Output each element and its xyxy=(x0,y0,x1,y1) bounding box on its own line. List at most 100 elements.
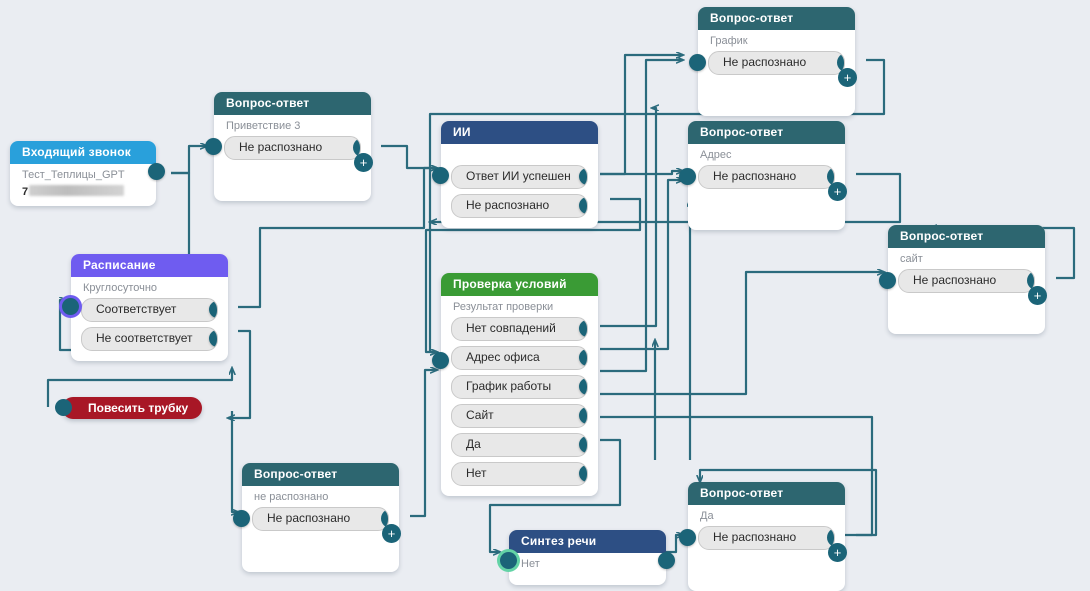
node-subtitle: Результат проверки xyxy=(453,301,554,313)
row-unrecognized[interactable]: Не распознано T xyxy=(224,136,361,160)
node-subtitle: График xyxy=(710,35,748,47)
input-port[interactable] xyxy=(432,167,449,184)
row-unrecognized[interactable]: Не распознано T xyxy=(898,269,1035,293)
node-rows: Соответствует Не соответствует xyxy=(71,298,228,361)
input-port[interactable] xyxy=(432,352,449,369)
add-branch-button[interactable]: + xyxy=(828,182,847,201)
row-unrecognized[interactable]: Не распознано T xyxy=(698,526,835,550)
node-rows: Не распознано T + xyxy=(688,165,847,230)
node-question-answer-site[interactable]: Вопрос-ответ сайт Не распознано T + xyxy=(879,225,1047,334)
add-branch-button[interactable]: + xyxy=(838,68,857,87)
transfer-badge[interactable]: T xyxy=(1027,271,1034,290)
node-rows: Не распознано T + xyxy=(242,507,401,572)
transfer-badge[interactable]: T xyxy=(381,509,388,528)
row-matches[interactable]: Соответствует xyxy=(81,298,218,322)
node-question-answer-unrecognized[interactable]: Вопрос-ответ не распознано Не распознано… xyxy=(233,463,401,572)
transfer-badge[interactable]: T xyxy=(827,167,834,186)
node-rows: Нет совпадений Адрес офиса График работы… xyxy=(441,317,598,496)
add-branch-button[interactable]: + xyxy=(828,543,847,562)
input-port[interactable] xyxy=(879,272,896,289)
node-title: Вопрос-ответ xyxy=(688,121,845,144)
output-port[interactable] xyxy=(579,407,587,424)
row-label: График работы xyxy=(466,379,552,393)
output-port[interactable] xyxy=(579,378,587,395)
node-rows: Не распознано T + xyxy=(888,269,1047,334)
row-label: Не распознано xyxy=(713,169,797,183)
row-no[interactable]: Нет xyxy=(451,462,588,486)
node-title: Синтез речи xyxy=(509,530,666,553)
row-working-hours[interactable]: График работы xyxy=(451,375,588,399)
node-question-answer-greeting[interactable]: Вопрос-ответ Приветствие 3 Не распознано… xyxy=(205,92,373,201)
input-port[interactable] xyxy=(233,510,250,527)
row-unrecognized[interactable]: Не распознано xyxy=(451,194,588,218)
row-label: Да xyxy=(466,437,481,451)
output-port[interactable] xyxy=(579,197,587,214)
output-port[interactable] xyxy=(579,349,587,366)
node-speech-synthesis[interactable]: Синтез речи Нет xyxy=(500,530,675,585)
node-ai[interactable]: ИИ Ответ ИИ успешен Не распознано xyxy=(432,121,598,228)
row-no-match[interactable]: Нет совпадений xyxy=(451,317,588,341)
input-port[interactable] xyxy=(679,168,696,185)
input-port[interactable] xyxy=(679,529,696,546)
node-subtitle: Да xyxy=(700,510,714,522)
transfer-badge[interactable]: T xyxy=(837,53,844,72)
input-port[interactable] xyxy=(500,552,517,569)
input-port[interactable] xyxy=(55,399,72,416)
output-port[interactable] xyxy=(209,330,217,347)
transfer-badge[interactable]: T xyxy=(353,138,360,157)
node-title: Входящий звонок xyxy=(10,141,156,164)
node-title: Расписание xyxy=(71,254,228,277)
row-label: Адрес офиса xyxy=(466,350,540,364)
row-ai-success[interactable]: Ответ ИИ успешен xyxy=(451,165,588,189)
row-yes[interactable]: Да xyxy=(451,433,588,457)
row-label: Не распознано xyxy=(267,511,351,525)
output-port[interactable] xyxy=(148,163,165,180)
node-condition-check[interactable]: Проверка условий Результат проверки Нет … xyxy=(432,273,598,496)
row-office-address[interactable]: Адрес офиса xyxy=(451,346,588,370)
node-subtitle: не распознано xyxy=(254,491,329,503)
output-port[interactable] xyxy=(579,465,587,482)
node-subtitle: сайт xyxy=(900,253,923,265)
node-title: Вопрос-ответ xyxy=(698,7,855,30)
row-label: Не распознано xyxy=(466,198,550,212)
output-port[interactable] xyxy=(579,168,587,185)
caller-number-prefix: 7 xyxy=(22,186,29,198)
output-port[interactable] xyxy=(209,301,217,318)
row-unrecognized[interactable]: Не распознано T xyxy=(708,51,845,75)
input-port[interactable] xyxy=(205,138,222,155)
row-label: Сайт xyxy=(466,408,494,422)
add-branch-button[interactable]: + xyxy=(382,524,401,543)
input-port[interactable] xyxy=(62,298,79,315)
node-title: Вопрос-ответ xyxy=(242,463,399,486)
row-label: Не распознано xyxy=(713,530,797,544)
output-port[interactable] xyxy=(658,552,675,569)
transfer-badge[interactable]: T xyxy=(827,528,834,547)
caller-number-redacted xyxy=(29,185,125,196)
row-label: Ответ ИИ успешен xyxy=(466,169,571,183)
node-rows: Не распознано T + xyxy=(214,136,373,201)
node-question-answer-address[interactable]: Вопрос-ответ Адрес Не распознано T + xyxy=(679,121,847,230)
output-port[interactable] xyxy=(579,320,587,337)
node-rows: Ответ ИИ успешен Не распознано xyxy=(441,165,598,228)
node-title: Вопрос-ответ xyxy=(214,92,371,115)
input-port[interactable] xyxy=(689,54,706,71)
node-question-answer-schedule[interactable]: Вопрос-ответ График Не распознано T + xyxy=(689,7,857,116)
row-label: Не распознано xyxy=(723,55,807,69)
row-unrecognized[interactable]: Не распознано T xyxy=(698,165,835,189)
row-label: Нет совпадений xyxy=(466,321,556,335)
node-question-answer-yes[interactable]: Вопрос-ответ Да Не распознано T + xyxy=(679,482,847,591)
node-hangup[interactable]: Повесить трубку xyxy=(55,397,203,419)
row-not-matches[interactable]: Не соответствует xyxy=(81,327,218,351)
node-incoming-call[interactable]: Входящий звонок Тест_Теплицы_GPT 7 xyxy=(10,141,165,206)
row-unrecognized[interactable]: Не распознано T xyxy=(252,507,389,531)
row-site[interactable]: Сайт xyxy=(451,404,588,428)
row-label: Нет xyxy=(466,466,487,480)
node-title: Вопрос-ответ xyxy=(888,225,1045,248)
output-port[interactable] xyxy=(579,436,587,453)
node-rows: Не распознано T + xyxy=(688,526,847,591)
add-branch-button[interactable]: + xyxy=(354,153,373,172)
add-branch-button[interactable]: + xyxy=(1028,286,1047,305)
node-schedule[interactable]: Расписание Круглосуточно Соответствует Н… xyxy=(62,254,228,361)
node-rows: Не распознано T + xyxy=(698,51,857,116)
